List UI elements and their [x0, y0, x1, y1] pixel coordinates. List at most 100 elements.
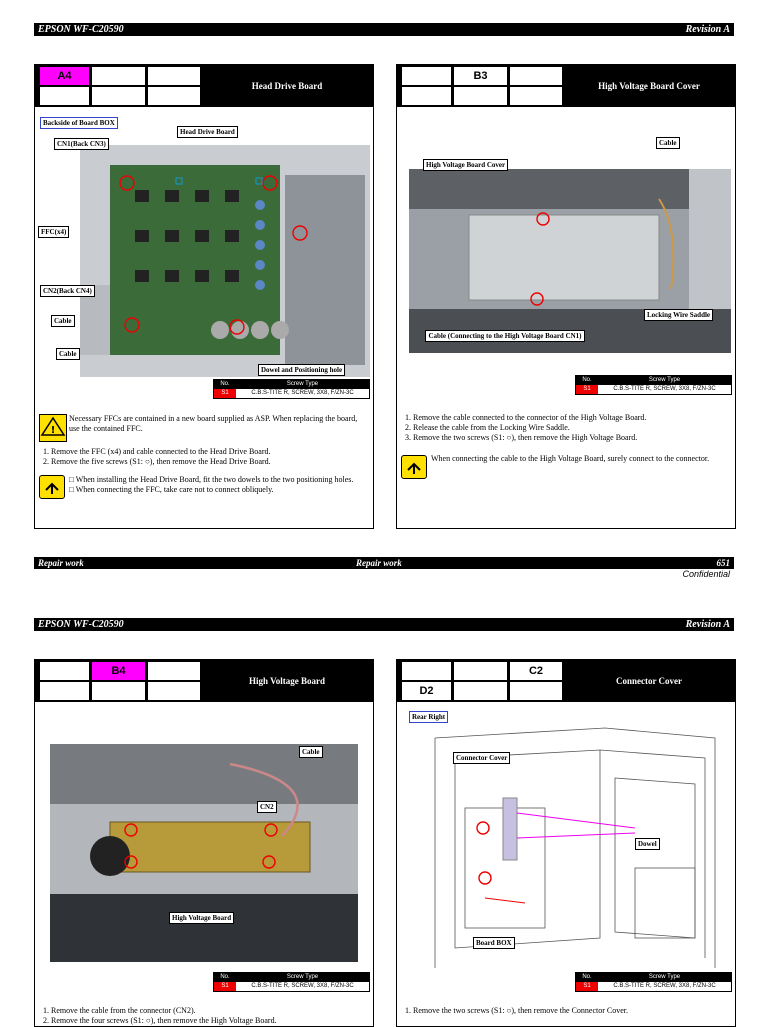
reassembly-note: When connecting the cable to the High Vo…: [431, 454, 710, 463]
page-header-2: EPSON WF-C20590 Revision A: [34, 618, 734, 631]
panel-title: Head Drive Board: [251, 81, 323, 91]
callout-cn2: CN2: [257, 801, 277, 813]
callout-ffc: FFC(x4): [38, 226, 70, 238]
callout-cable-cn1: Cable (Connecting to the High Voltage Bo…: [425, 330, 585, 342]
board-photo: [80, 145, 370, 377]
screw-header-type: Screw Type: [286, 381, 319, 387]
cover-illustration: [409, 169, 731, 353]
panel-header-table: B3 High Voltage Board Cover: [397, 65, 735, 107]
cell: [148, 67, 200, 85]
step: Remove the cable from the connector (CN2…: [51, 1006, 369, 1016]
screw-type-table: No. Screw Type S1 C.B.S-TITE R, SCREW, 3X8…: [213, 972, 370, 992]
cell: [510, 87, 562, 105]
callout-high-voltage-board-cover: High Voltage Board Cover: [423, 159, 509, 171]
screw-type: C.B.S-TITE R, SCREW, 3X8, F/ZN-3C: [251, 983, 354, 989]
cell: [40, 87, 89, 105]
callout-high-voltage-board: High Voltage Board: [169, 912, 235, 924]
steps-list: Remove the FFC (x4) and cable connected …: [39, 447, 369, 467]
screw-header-no: No.: [582, 974, 592, 980]
reassembly-icon: [39, 475, 65, 499]
callout-board-box: Board BOX: [473, 937, 515, 949]
screw-header-type: Screw Type: [648, 974, 681, 980]
callout-cable-1: Cable: [51, 315, 75, 327]
cell: [148, 662, 200, 680]
caution-icon: !: [39, 414, 67, 442]
panel-head-drive-board: A4 Head Drive Board Backside of Board BO…: [34, 64, 374, 529]
callout-rear-right: Rear Right: [409, 711, 449, 723]
callout-cable: Cable: [299, 746, 323, 758]
steps-list: Remove the cable from the connector (CN2…: [39, 1006, 369, 1026]
screw-no: S1: [214, 982, 236, 991]
steps-list: Remove the two screws (S1: ○), then remo…: [401, 1006, 731, 1016]
cell: [92, 87, 145, 105]
panel-title: High Voltage Board Cover: [598, 81, 700, 91]
panel-header-table: B4 High Voltage Board: [35, 660, 373, 702]
callout-cable-2: Cable: [56, 348, 80, 360]
caution-text: Necessary FFCs are contained in a new bo…: [69, 414, 358, 433]
cover-photo: [409, 169, 731, 353]
panel-header-table: A4 Head Drive Board: [35, 65, 373, 107]
step: Remove the five screws (S1: ○), then rem…: [51, 457, 369, 467]
screw-type: C.B.S-TITE R, SCREW, 3X8, F/ZN-3C: [613, 386, 716, 392]
screw-no: S1: [576, 385, 598, 394]
callout-dowel: Dowel: [635, 838, 660, 850]
cell-b4: B4: [92, 662, 145, 680]
cell: [402, 87, 451, 105]
page-footer: Repair work Repair work 651: [34, 557, 734, 569]
cell: [148, 87, 200, 105]
screw-type: C.B.S-TITE R, SCREW, 3X8, F/ZN-3C: [251, 390, 354, 396]
panel-title: High Voltage Board: [248, 676, 325, 686]
step: Remove the two screws (S1: ○), then remo…: [413, 433, 731, 443]
cell: [92, 67, 145, 85]
cell: [402, 67, 451, 85]
cell: [454, 662, 507, 680]
screw-type: C.B.S-TITE R, SCREW, 3X8, F/ZN-3C: [613, 983, 716, 989]
step: Release the cable from the Locking Wire …: [413, 423, 731, 433]
header-revision: Revision A: [685, 619, 730, 630]
callout-backside-board-box: Backside of Board BOX: [40, 117, 118, 129]
panel-header-table: C2 D2 Connector Cover: [397, 660, 735, 702]
cell-d2: D2: [402, 682, 451, 700]
panel-high-voltage-board: B4 High Voltage Board Cable CN2 High Vol…: [34, 659, 374, 1027]
cell: [148, 682, 200, 700]
screw-header-type: Screw Type: [648, 377, 681, 383]
note-text: When connecting the FFC, take care not t…: [75, 485, 274, 494]
note-text: When installing the Head Drive Board, fi…: [75, 475, 354, 484]
cell: [454, 682, 507, 700]
hv-board-photo: [50, 744, 358, 962]
cell: [40, 662, 89, 680]
screw-type-table: No. Screw Type S1 C.B.S-TITE R, SCREW, 3X8…: [575, 375, 732, 395]
reassembly-notes: □ When installing the Head Drive Board, …: [69, 475, 365, 495]
footer-confidential: Confidential: [682, 569, 730, 579]
screw-type-table: No. Screw Type S1 C.B.S-TITE R, SCREW, 3X8…: [575, 972, 732, 992]
panel-title: Connector Cover: [615, 676, 683, 686]
header-model: EPSON WF-C20590: [38, 24, 124, 35]
screw-header-no: No.: [220, 974, 230, 980]
screw-no: S1: [576, 982, 598, 991]
step: Remove the four screws (S1: ○), then rem…: [51, 1016, 369, 1026]
screw-no: S1: [214, 389, 236, 398]
panel-connector-cover: C2 D2 Connector Cover Rear Right Connect…: [396, 659, 736, 1027]
header-revision: Revision A: [685, 24, 730, 35]
board-illustration: [80, 165, 365, 365]
callout-locking-wire-saddle: Locking Wire Saddle: [644, 309, 714, 321]
callout-dowel-positioning-hole: Dowel and Positioning hole: [258, 364, 346, 376]
callout-cn1: CN1(Back CN3): [54, 138, 109, 150]
footer-page-number: 651: [716, 558, 731, 568]
cell-a4: A4: [40, 67, 89, 85]
panel-high-voltage-board-cover: B3 High Voltage Board Cover Cable High V…: [396, 64, 736, 529]
page-header: EPSON WF-C20590 Revision A: [34, 23, 734, 36]
callout-cn2: CN2(Back CN4): [40, 285, 95, 297]
cell-b3: B3: [454, 67, 507, 85]
screw-header-no: No.: [220, 381, 230, 387]
cell: [40, 682, 89, 700]
screw-type-table: No. Screw Type S1 C.B.S-TITE R, SCREW, 3X8…: [213, 379, 370, 399]
reassembly-icon: [401, 455, 427, 479]
screw-header-no: No.: [582, 377, 592, 383]
cell: [402, 662, 451, 680]
step: Remove the cable connected to the connec…: [413, 413, 731, 423]
cell: [510, 682, 562, 700]
printer-illustration: [434, 727, 716, 968]
steps-list: Remove the cable connected to the connec…: [401, 413, 731, 443]
screw-header-type: Screw Type: [286, 974, 319, 980]
